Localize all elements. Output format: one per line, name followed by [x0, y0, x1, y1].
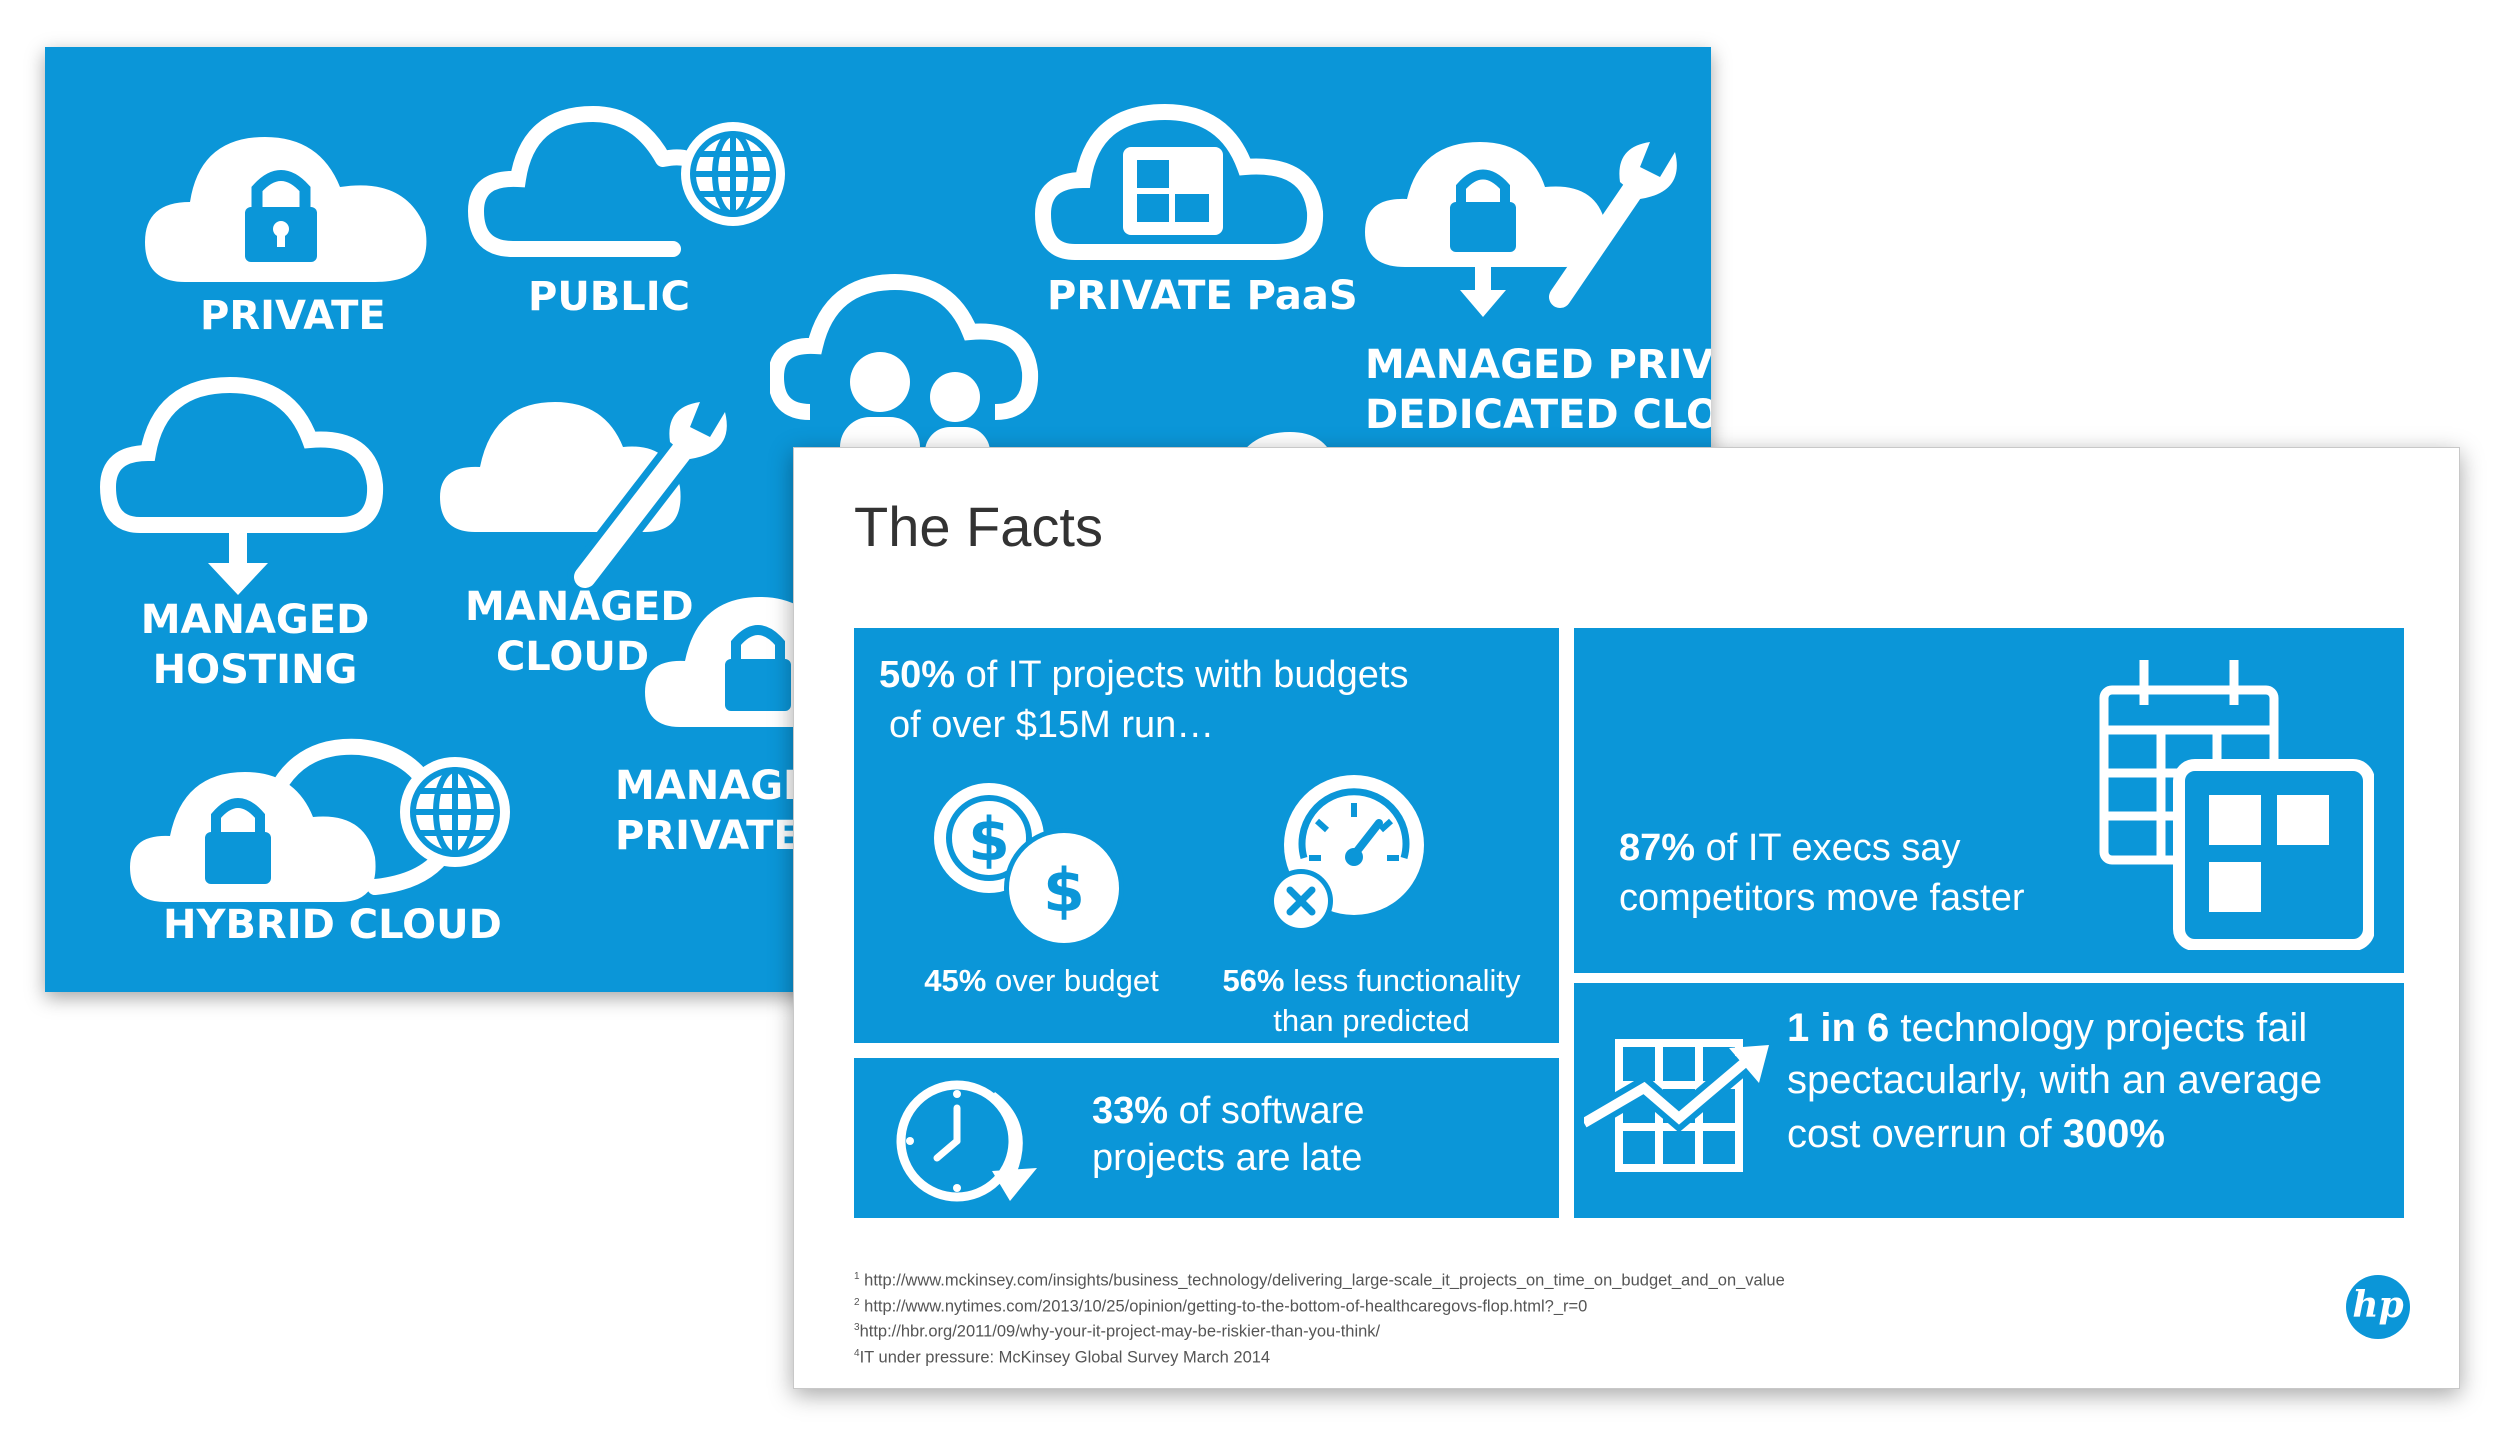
globe-cloud-icon	[468, 105, 785, 257]
panel-fail: 1 in 6 technology projects fail spectacu…	[1574, 983, 2404, 1218]
footnotes: 1 http://www.mckinsey.com/insights/busin…	[854, 1266, 1785, 1368]
panel-budget: 50% of IT projects with budgets of over …	[854, 628, 1559, 1043]
label-managed-hosting-2: HOSTING	[152, 647, 358, 693]
coins-icon: $ $	[934, 783, 1124, 948]
execs-line2: competitors move faster	[1619, 877, 2025, 919]
stat-less-functionality-line2: than predicted	[1273, 1003, 1470, 1038]
label-managed-cloud-2: CLOUD	[495, 634, 650, 680]
label-hybrid-cloud: HYBRID CLOUD	[163, 902, 502, 948]
footnote-2: 2 http://www.nytimes.com/2013/10/25/opin…	[854, 1296, 1588, 1316]
label-private: PRIVATE	[200, 293, 386, 339]
download-cloud-icon	[100, 376, 384, 595]
lock-cloud-icon	[145, 137, 427, 282]
label-public: PUBLIC	[528, 274, 691, 320]
speedometer-icon	[1269, 775, 1424, 933]
facts-slide: The Facts 50% of IT projects with budget…	[793, 447, 2460, 1389]
lock-cloud-wrench-icon	[1365, 142, 1677, 317]
panel-late: 33% of software projects are late	[854, 1058, 1559, 1218]
budget-headline-line2: of over $15M run…	[889, 704, 1215, 746]
footnote-1: 1 http://www.mckinsey.com/insights/busin…	[854, 1271, 1785, 1290]
label-managed-hosting-1: MANAGED	[140, 597, 370, 643]
calendar-icon	[2099, 660, 2374, 950]
wrench-cloud-icon	[440, 402, 727, 595]
footnote-3: 3http://hbr.org/2011/09/why-your-it-proj…	[854, 1322, 1381, 1341]
fail-line2: spectacularly, with an average	[1787, 1058, 2323, 1102]
label-managed-cloud-1: MANAGED	[465, 584, 694, 630]
svg-text:$: $	[968, 805, 1010, 875]
label-private-paas: PRIVATE PaaS	[1047, 273, 1358, 319]
label-managed-private-dedicated-2: DEDICATED CLOUD	[1365, 392, 1711, 438]
grid-cloud-icon	[1035, 103, 1324, 260]
late-line2: projects are late	[1092, 1137, 1363, 1179]
rising-chart-icon	[1584, 1039, 1769, 1172]
clock-icon	[896, 1080, 1037, 1202]
fail-line3: cost overrun of 300%	[1787, 1112, 2165, 1156]
slide-title: The Facts	[854, 495, 1103, 558]
stat-over-budget: 45% over budget	[924, 963, 1159, 998]
execs-line1: 87% of IT execs say	[1619, 827, 1961, 869]
lock-globe-cloud-icon	[130, 738, 510, 902]
hp-logo: hp	[2346, 1275, 2410, 1339]
svg-text:$: $	[1043, 856, 1085, 926]
panel-execs: 87% of IT execs say competitors move fas…	[1574, 628, 2404, 973]
stat-less-functionality: 56% less functionality	[1222, 963, 1521, 998]
late-line1: 33% of software	[1092, 1090, 1365, 1132]
fail-line1: 1 in 6 technology projects fail	[1787, 1006, 2308, 1050]
label-managed-private-dedicated-1: MANAGED PRIVATE	[1365, 342, 1711, 388]
footnote-4: 4IT under pressure: McKinsey Global Surv…	[854, 1347, 1271, 1367]
budget-headline: 50% of IT projects with budgets	[879, 654, 1409, 696]
